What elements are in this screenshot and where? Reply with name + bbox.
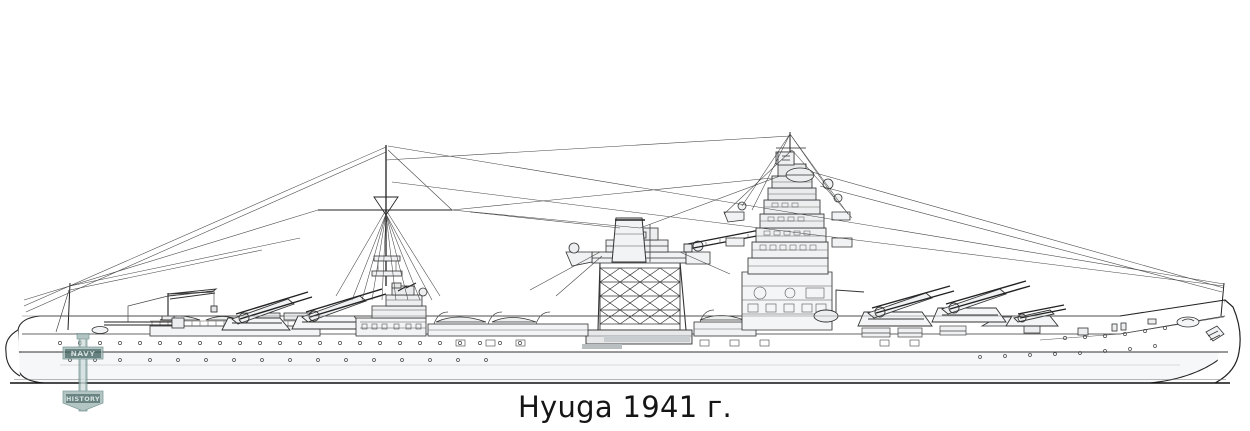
hull-outline — [17, 299, 1229, 353]
stern-crane — [127, 288, 218, 322]
catapult-pivot — [683, 243, 693, 253]
hull-portholes — [58, 326, 1167, 362]
lattice-sponsons — [565, 240, 711, 267]
secondary-guns-aft — [104, 317, 185, 329]
fire-control-director-top — [777, 151, 795, 166]
main-turrets-forward — [857, 280, 1067, 327]
aft-mast-platforms — [371, 255, 403, 277]
crane-jib — [167, 288, 218, 295]
aft-aa-guns — [391, 282, 417, 292]
stern-staff-stay — [55, 289, 70, 333]
aft-mast-gaff — [373, 196, 399, 216]
hull-group — [5, 299, 1241, 384]
funnel-body — [611, 217, 647, 263]
midship-boats — [435, 315, 745, 323]
bow-anchor-icon — [1205, 325, 1225, 342]
crane-stay — [127, 295, 169, 322]
hull-below-waterline — [17, 351, 1230, 384]
crane-hook-block — [210, 305, 218, 313]
drawing-caption: Hyuga 1941 г. — [517, 390, 733, 424]
aft-structure-details — [360, 299, 426, 330]
turret-3 — [857, 285, 955, 327]
davits — [433, 309, 715, 325]
forward-deck-details — [861, 325, 967, 338]
aft-searchlight — [418, 287, 428, 297]
lattice-cross-bracing — [599, 267, 681, 325]
main-turrets-aft — [221, 288, 387, 331]
bow-jackstaff — [1220, 282, 1225, 317]
turret-6 — [221, 291, 313, 331]
midship-deck-structures — [427, 309, 920, 349]
stern-ensign-staff — [67, 282, 71, 331]
porthole-row-upper — [58, 326, 1167, 345]
stern-capstan — [91, 326, 109, 334]
funnel — [611, 217, 651, 263]
turret-2 — [931, 280, 1031, 323]
aft-superstructure — [355, 282, 428, 337]
turret-5 — [291, 288, 387, 330]
main-rangefinder — [785, 167, 815, 183]
casemate-openings — [455, 339, 920, 347]
forward-pagoda-superstructure — [723, 151, 865, 331]
midship-shaded-panel-2 — [582, 344, 622, 349]
bow-bollards — [1077, 316, 1200, 336]
porthole-row-lower — [68, 344, 1157, 362]
funnel-bands — [613, 233, 645, 247]
aircraft-catapult — [683, 229, 763, 253]
pagoda-base — [741, 271, 833, 331]
stern-curve — [5, 329, 21, 377]
stern-fittings — [55, 282, 109, 334]
bow-stem — [1214, 299, 1241, 384]
forward-topmast — [776, 132, 806, 152]
pagoda-wings — [723, 211, 853, 248]
rigging-lines — [23, 133, 1225, 313]
midship-shaded-panel — [604, 336, 690, 342]
